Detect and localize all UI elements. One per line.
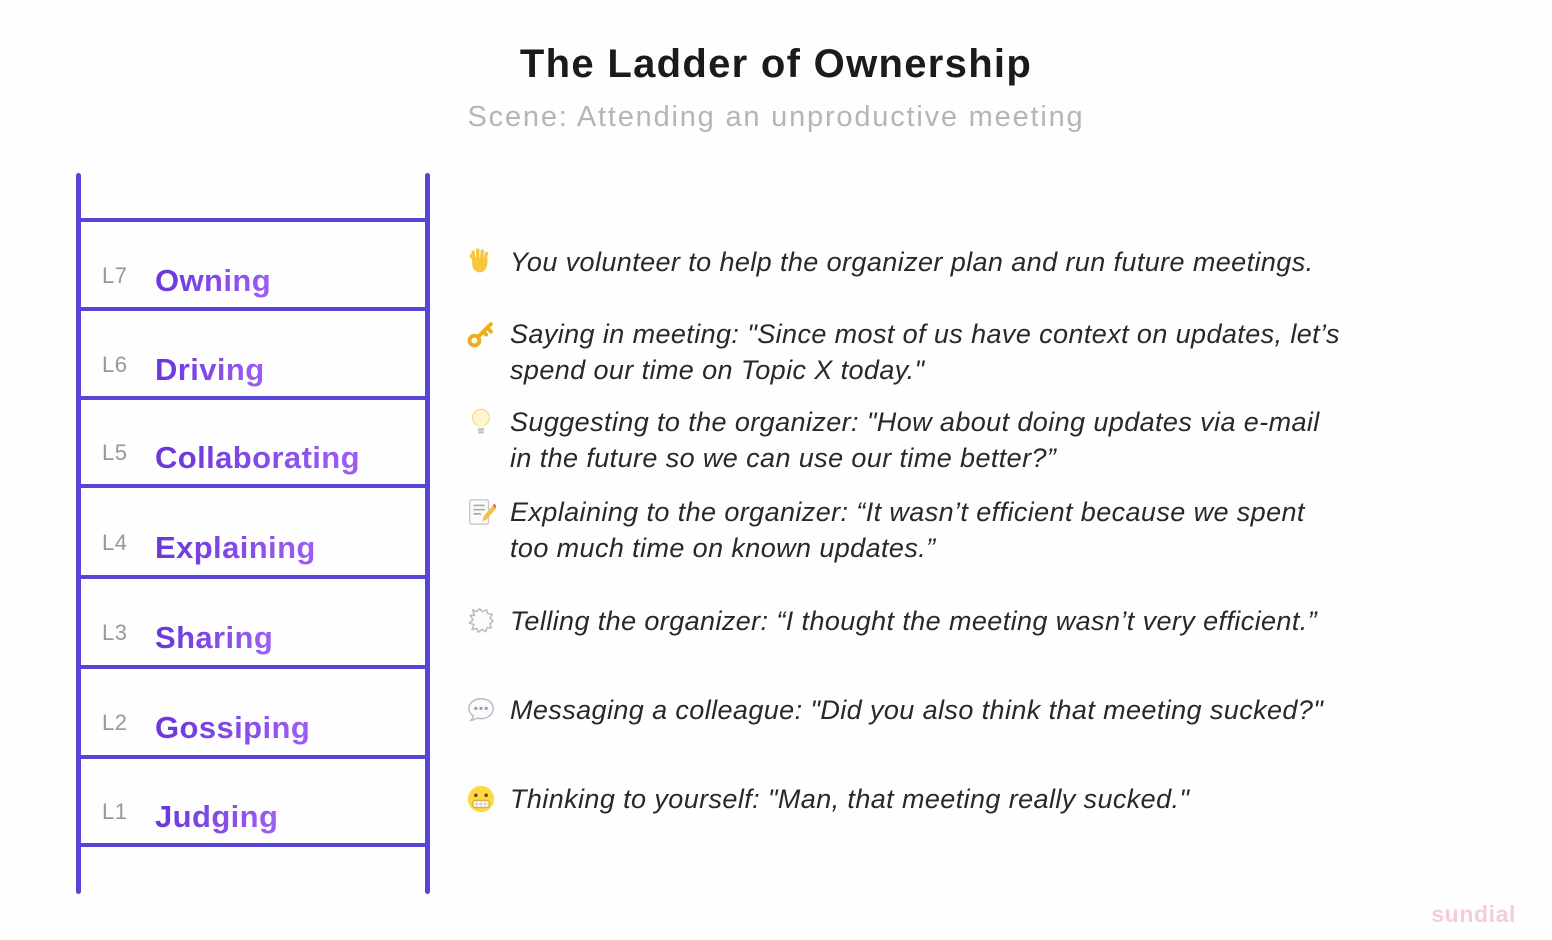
- key-icon: [466, 319, 496, 349]
- level-name: Owning: [155, 263, 272, 298]
- annotation-text: Messaging a colleague: "Did you also thi…: [510, 695, 1324, 725]
- level-name: Collaborating: [155, 440, 360, 475]
- ladder-rail-right: [425, 173, 430, 894]
- annotation-text: Explaining to the organizer: “It wasn’t …: [510, 497, 1305, 563]
- annotation-row: Messaging a colleague: "Did you also thi…: [466, 692, 1536, 728]
- burst-speech-bubble-icon: [466, 606, 496, 636]
- annotation-text: You volunteer to help the organizer plan…: [510, 247, 1314, 277]
- level-id: L3: [102, 620, 128, 645]
- ladder-rung: [78, 843, 428, 847]
- annotation-row: Thinking to yourself: "Man, that meeting…: [466, 781, 1536, 817]
- ladder-rung: [78, 396, 428, 400]
- ladder-rung: [78, 665, 428, 669]
- raised-hand-icon: [466, 247, 496, 277]
- ladder-rung: [78, 218, 428, 222]
- annotation-text: Telling the organizer: “I thought the me…: [510, 606, 1318, 636]
- annotation-row: You volunteer to help the organizer plan…: [466, 244, 1536, 280]
- annotation-text: Thinking to yourself: "Man, that meeting…: [510, 784, 1190, 814]
- ladder-rail-left: [76, 173, 81, 894]
- annotation-text: Saying in meeting: "Since most of us hav…: [510, 319, 1340, 385]
- level-id: L7: [102, 263, 128, 288]
- annotation-row: Explaining to the organizer: “It wasn’t …: [466, 494, 1536, 566]
- level-name: Driving: [155, 352, 265, 387]
- ladder-rung: [78, 575, 428, 579]
- annotation-row: Telling the organizer: “I thought the me…: [466, 603, 1536, 639]
- light-bulb-icon: [466, 407, 496, 437]
- ladder-rung: [78, 755, 428, 759]
- level-name: Sharing: [155, 620, 274, 655]
- ladder: L7 Owning L6 Driving L5 Collaborating L4…: [76, 173, 430, 894]
- page-title: The Ladder of Ownership: [519, 42, 1033, 86]
- level-id: L6: [102, 352, 128, 377]
- memo-icon: [466, 497, 496, 527]
- page-subtitle: Scene: Attending an unproductive meeting: [467, 101, 1085, 133]
- ladder-rung: [78, 484, 428, 488]
- ladder-rung: [78, 307, 428, 311]
- level-name: Explaining: [155, 530, 316, 565]
- level-id: L4: [102, 530, 128, 555]
- level-id: L2: [102, 710, 128, 735]
- level-name: Judging: [155, 799, 279, 834]
- level-id: L1: [102, 799, 128, 824]
- level-name: Gossiping: [155, 710, 311, 745]
- grimacing-face-icon: [466, 784, 496, 814]
- annotation-row: Suggesting to the organizer: "How about …: [466, 404, 1536, 476]
- annotation-text: Suggesting to the organizer: "How about …: [510, 407, 1320, 473]
- annotation-row: Saying in meeting: "Since most of us hav…: [466, 316, 1536, 388]
- level-id: L5: [102, 440, 128, 465]
- speech-bubble-dots-icon: [466, 695, 496, 725]
- watermark-sundial: sundial: [1431, 901, 1516, 927]
